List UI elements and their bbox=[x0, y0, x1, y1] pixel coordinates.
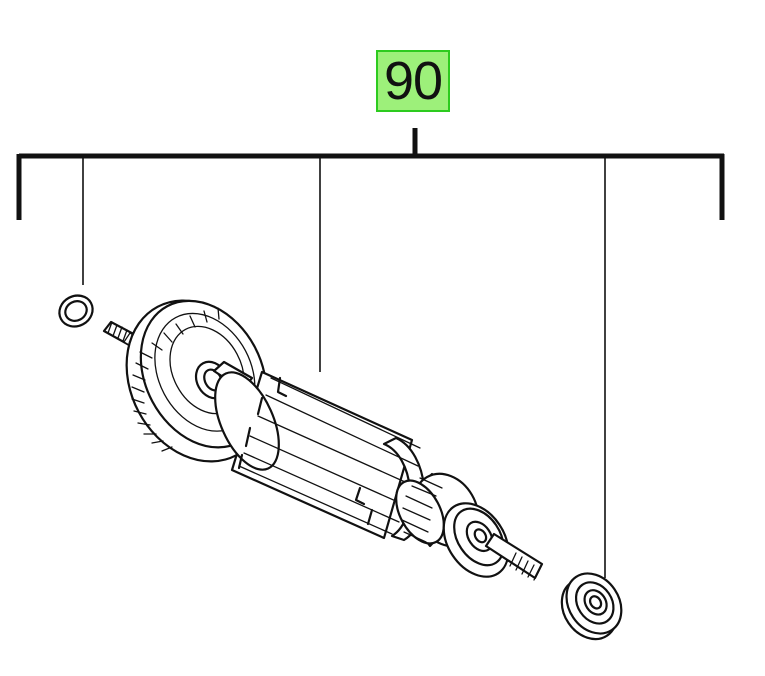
washer-ring-icon bbox=[58, 294, 94, 328]
leader-bracket bbox=[16, 128, 725, 578]
armature-assembly-icon bbox=[102, 299, 544, 581]
ball-bearing-icon bbox=[560, 572, 623, 641]
part-number-label[interactable]: 90 bbox=[376, 50, 450, 112]
